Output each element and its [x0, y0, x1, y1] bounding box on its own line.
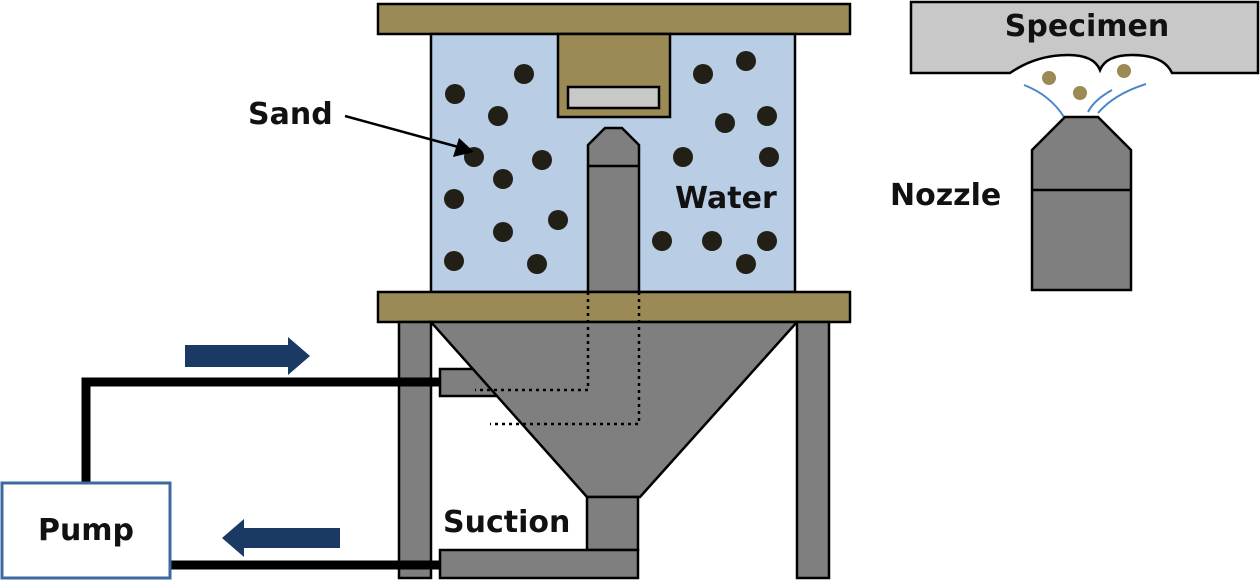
sand-particle: [527, 254, 547, 274]
sand-pointer-arrowhead-icon: [453, 138, 474, 157]
eroding-particle: [1073, 86, 1087, 100]
tank-nozzle: [586, 126, 641, 294]
sand-particle: [514, 64, 534, 84]
right-leg: [795, 320, 831, 580]
sand-particle: [757, 106, 777, 126]
eroding-particle: [1042, 71, 1056, 85]
internal-feed-line: [475, 292, 590, 392]
sand-particle: [444, 189, 464, 209]
tank-bottom-plate: [376, 290, 852, 324]
sand-particle: [757, 231, 777, 251]
sand-particle: [532, 150, 552, 170]
sand-particle: [652, 231, 672, 251]
sand-particle: [673, 147, 693, 167]
sand-particle: [715, 113, 735, 133]
water-jet-stream: [1023, 84, 1065, 118]
sand-particle: [759, 147, 779, 167]
suction-pipe: [438, 548, 640, 580]
sand-particle: [548, 210, 568, 230]
sand-label: Sand: [248, 97, 333, 132]
sand-pointer-line: [344, 114, 463, 150]
water-jet-stream: [1087, 89, 1113, 113]
pump-box: [0, 481, 172, 580]
sand-particle: [493, 222, 513, 242]
pump-label: Pump: [38, 513, 134, 548]
tank-top-plate: [376, 2, 852, 36]
sand-particle: [444, 251, 464, 271]
left-leg: [397, 320, 433, 580]
sand-particle: [488, 106, 508, 126]
internal-feed-line-outer: [490, 292, 641, 426]
sand-particle: [693, 64, 713, 84]
discharge-line: [81, 377, 440, 483]
nozzle: [1030, 115, 1133, 292]
specimen-label: Specimen: [1005, 9, 1169, 44]
sand-particle: [702, 231, 722, 251]
suction-label: Suction: [443, 505, 570, 540]
water-label: Water: [675, 181, 777, 216]
water-jet-stream: [1097, 83, 1147, 114]
hopper-outlet: [585, 495, 640, 552]
sand-particle: [736, 254, 756, 274]
nozzle-label: Nozzle: [890, 178, 1001, 213]
eroding-particle: [1117, 64, 1131, 78]
specimen-in-holder: [566, 85, 661, 110]
sand-particles: [444, 51, 779, 274]
sand-particle: [445, 84, 465, 104]
specimen-block: [909, 0, 1260, 75]
flow-arrow-right-icon: [185, 337, 310, 375]
sand-particle: [493, 169, 513, 189]
hopper-cone: [428, 320, 800, 499]
flow-arrow-left-icon: [222, 519, 340, 557]
sand-particle: [736, 51, 756, 71]
